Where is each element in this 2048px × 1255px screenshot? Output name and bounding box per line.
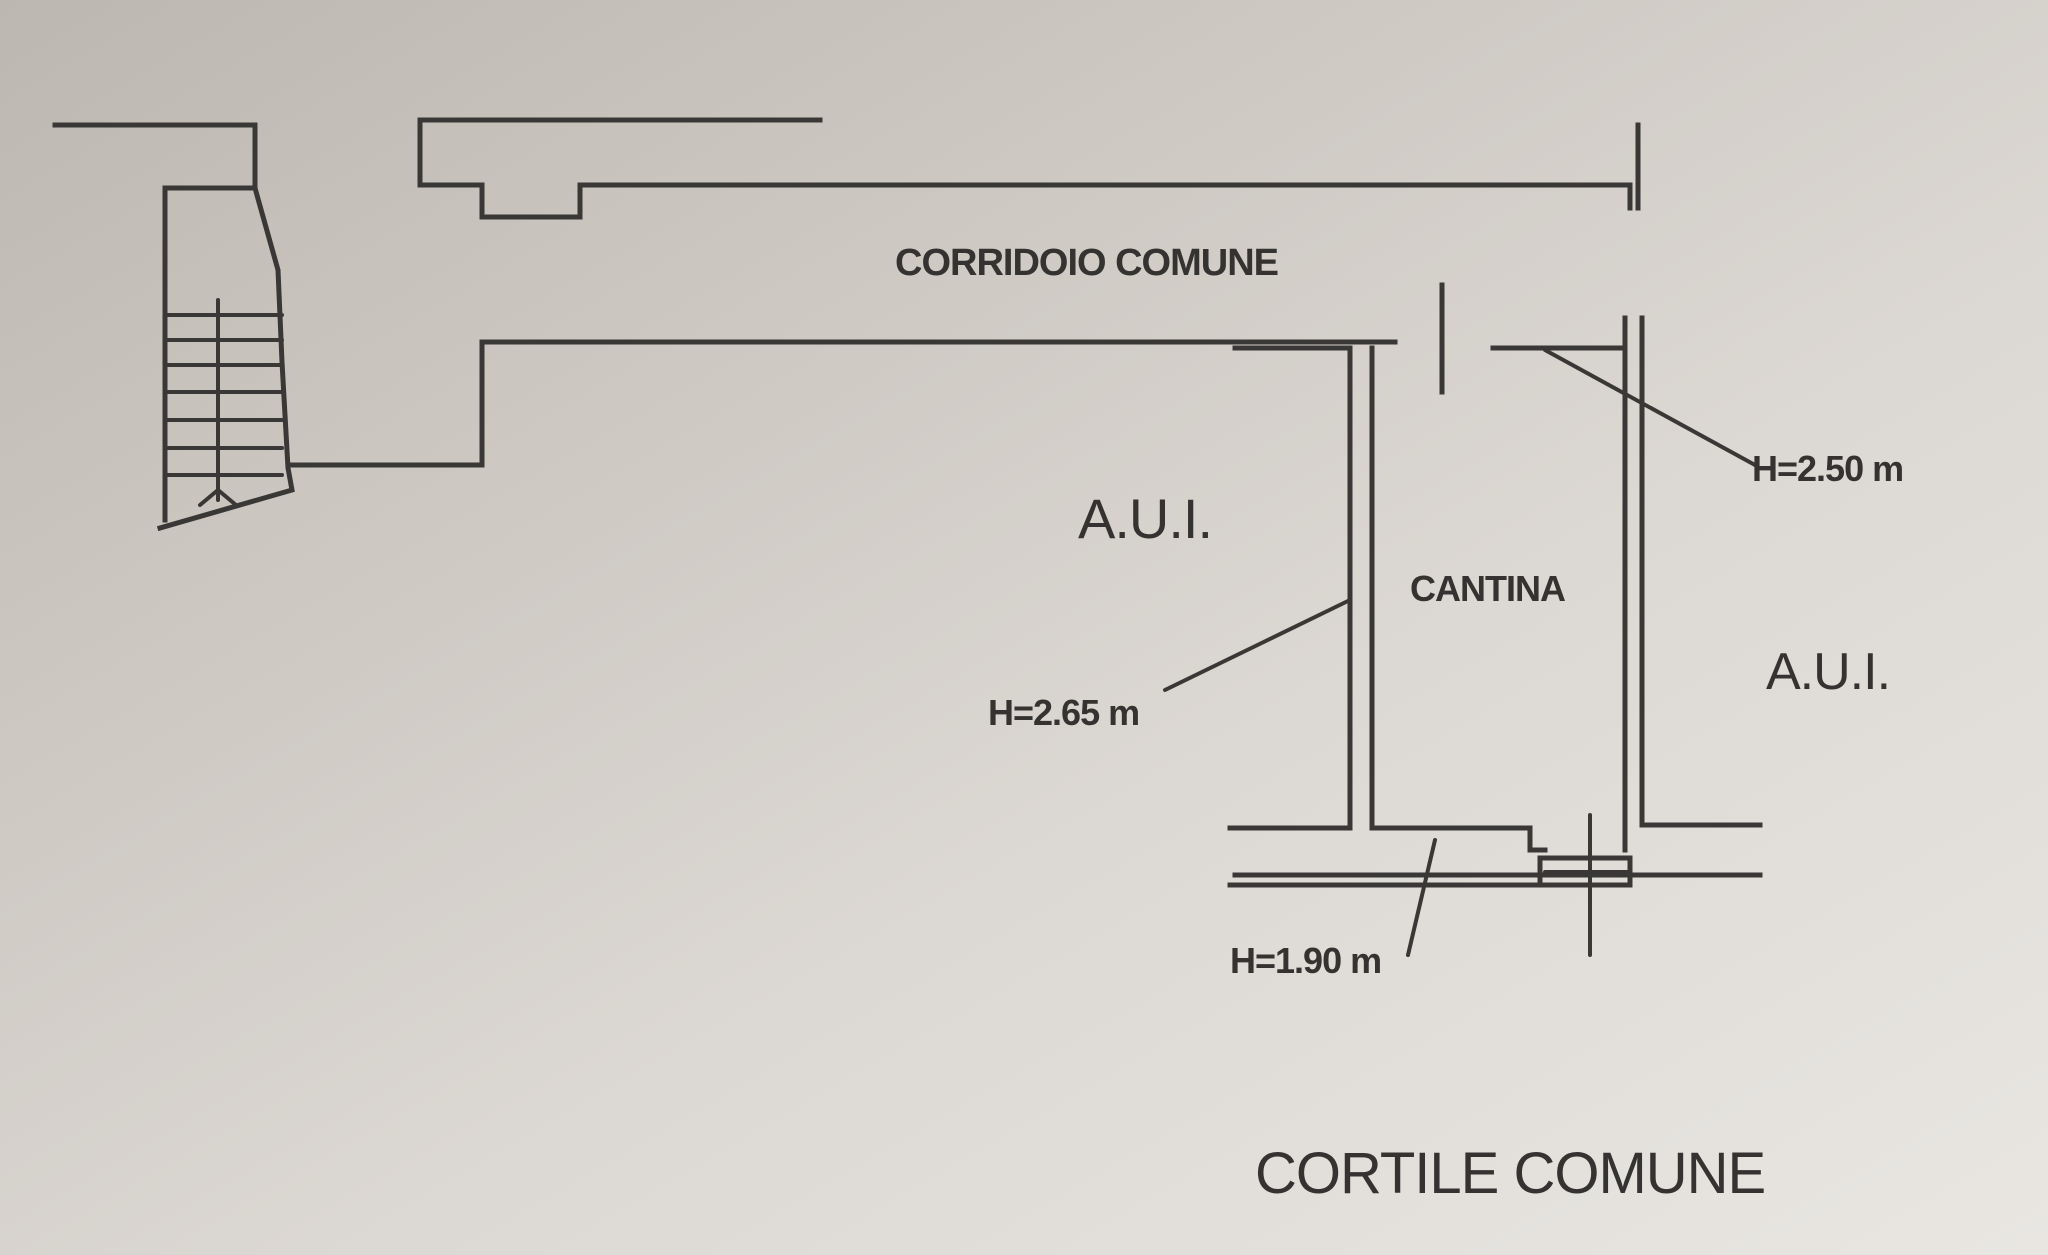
window-frame [1537,855,1633,888]
wall-top-left [52,122,258,523]
label-cortile-comune: CORTILE COMUNE [1255,1141,1766,1206]
wall-cantina-left-outer [1227,345,1353,831]
wall-corridor-bottom [289,339,1398,468]
stair-arrow [198,487,238,507]
label-height-2-50: H=2.50 m [1752,448,1904,489]
cantina-window [1537,813,1633,957]
leader-height-left [1163,598,1352,692]
wall-cantina-left-inner [1369,345,1548,853]
label-aui-left: A.U.I. [1078,487,1213,550]
leader-height-top [1543,348,1757,467]
wall-corridor-top [417,117,1641,220]
label-aui-right: A.U.I. [1766,643,1891,701]
label-height-1-90: H=1.90 m [1230,940,1382,981]
label-corridoio-comune: CORRIDOIO COMUNE [895,242,1279,284]
leader-height-bottom [1406,838,1437,957]
label-cantina: CANTINA [1410,568,1566,609]
staircase [156,184,295,532]
stair-outline [156,184,295,532]
wall-cantina-right-outer [1639,315,1763,828]
label-height-2-65: H=2.65 m [988,692,1140,733]
